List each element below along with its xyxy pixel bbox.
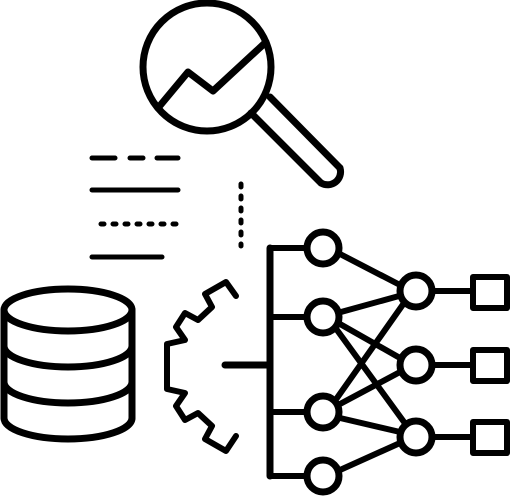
network-edge bbox=[334, 327, 407, 425]
network-output-box bbox=[470, 347, 510, 384]
gear-half-icon bbox=[164, 279, 274, 454]
network-edge bbox=[338, 293, 402, 315]
database-icon bbox=[0, 285, 136, 443]
network-input-nodes bbox=[303, 228, 343, 496]
network-edge bbox=[337, 415, 403, 435]
neural-network-icon bbox=[266, 244, 475, 480]
database-bottom bbox=[0, 414, 136, 443]
gear-outline bbox=[164, 279, 239, 454]
network-edge bbox=[337, 369, 403, 407]
magnifier-handle-right-edge bbox=[266, 93, 344, 172]
network-edge bbox=[337, 440, 403, 473]
network-edge bbox=[334, 300, 407, 401]
network-input-node bbox=[303, 297, 343, 337]
text-lines-icon bbox=[89, 155, 181, 260]
network-hidden-nodes bbox=[396, 271, 436, 457]
network-edge bbox=[337, 321, 403, 361]
network-input-node bbox=[303, 456, 343, 496]
magnifier-handle-left-edge bbox=[247, 109, 325, 187]
magnifier-chart-icon bbox=[139, 0, 345, 189]
network-output-nodes bbox=[470, 274, 510, 456]
dotted-line-icon bbox=[98, 181, 244, 249]
network-edge bbox=[337, 251, 403, 288]
database-ring bbox=[0, 378, 136, 407]
network-hidden-node bbox=[396, 271, 436, 311]
network-input-node bbox=[303, 392, 343, 432]
network-hidden-node bbox=[396, 345, 436, 385]
network-input-node bbox=[303, 228, 343, 268]
trend-line-icon bbox=[154, 38, 270, 112]
network-hidden-node bbox=[396, 417, 436, 457]
database-ring bbox=[0, 342, 136, 371]
network-output-box bbox=[470, 274, 510, 311]
magnifier-handle-cap bbox=[317, 164, 345, 189]
magnifier-lens bbox=[139, 0, 275, 135]
database-top bbox=[0, 285, 136, 335]
network-output-box bbox=[470, 419, 510, 456]
